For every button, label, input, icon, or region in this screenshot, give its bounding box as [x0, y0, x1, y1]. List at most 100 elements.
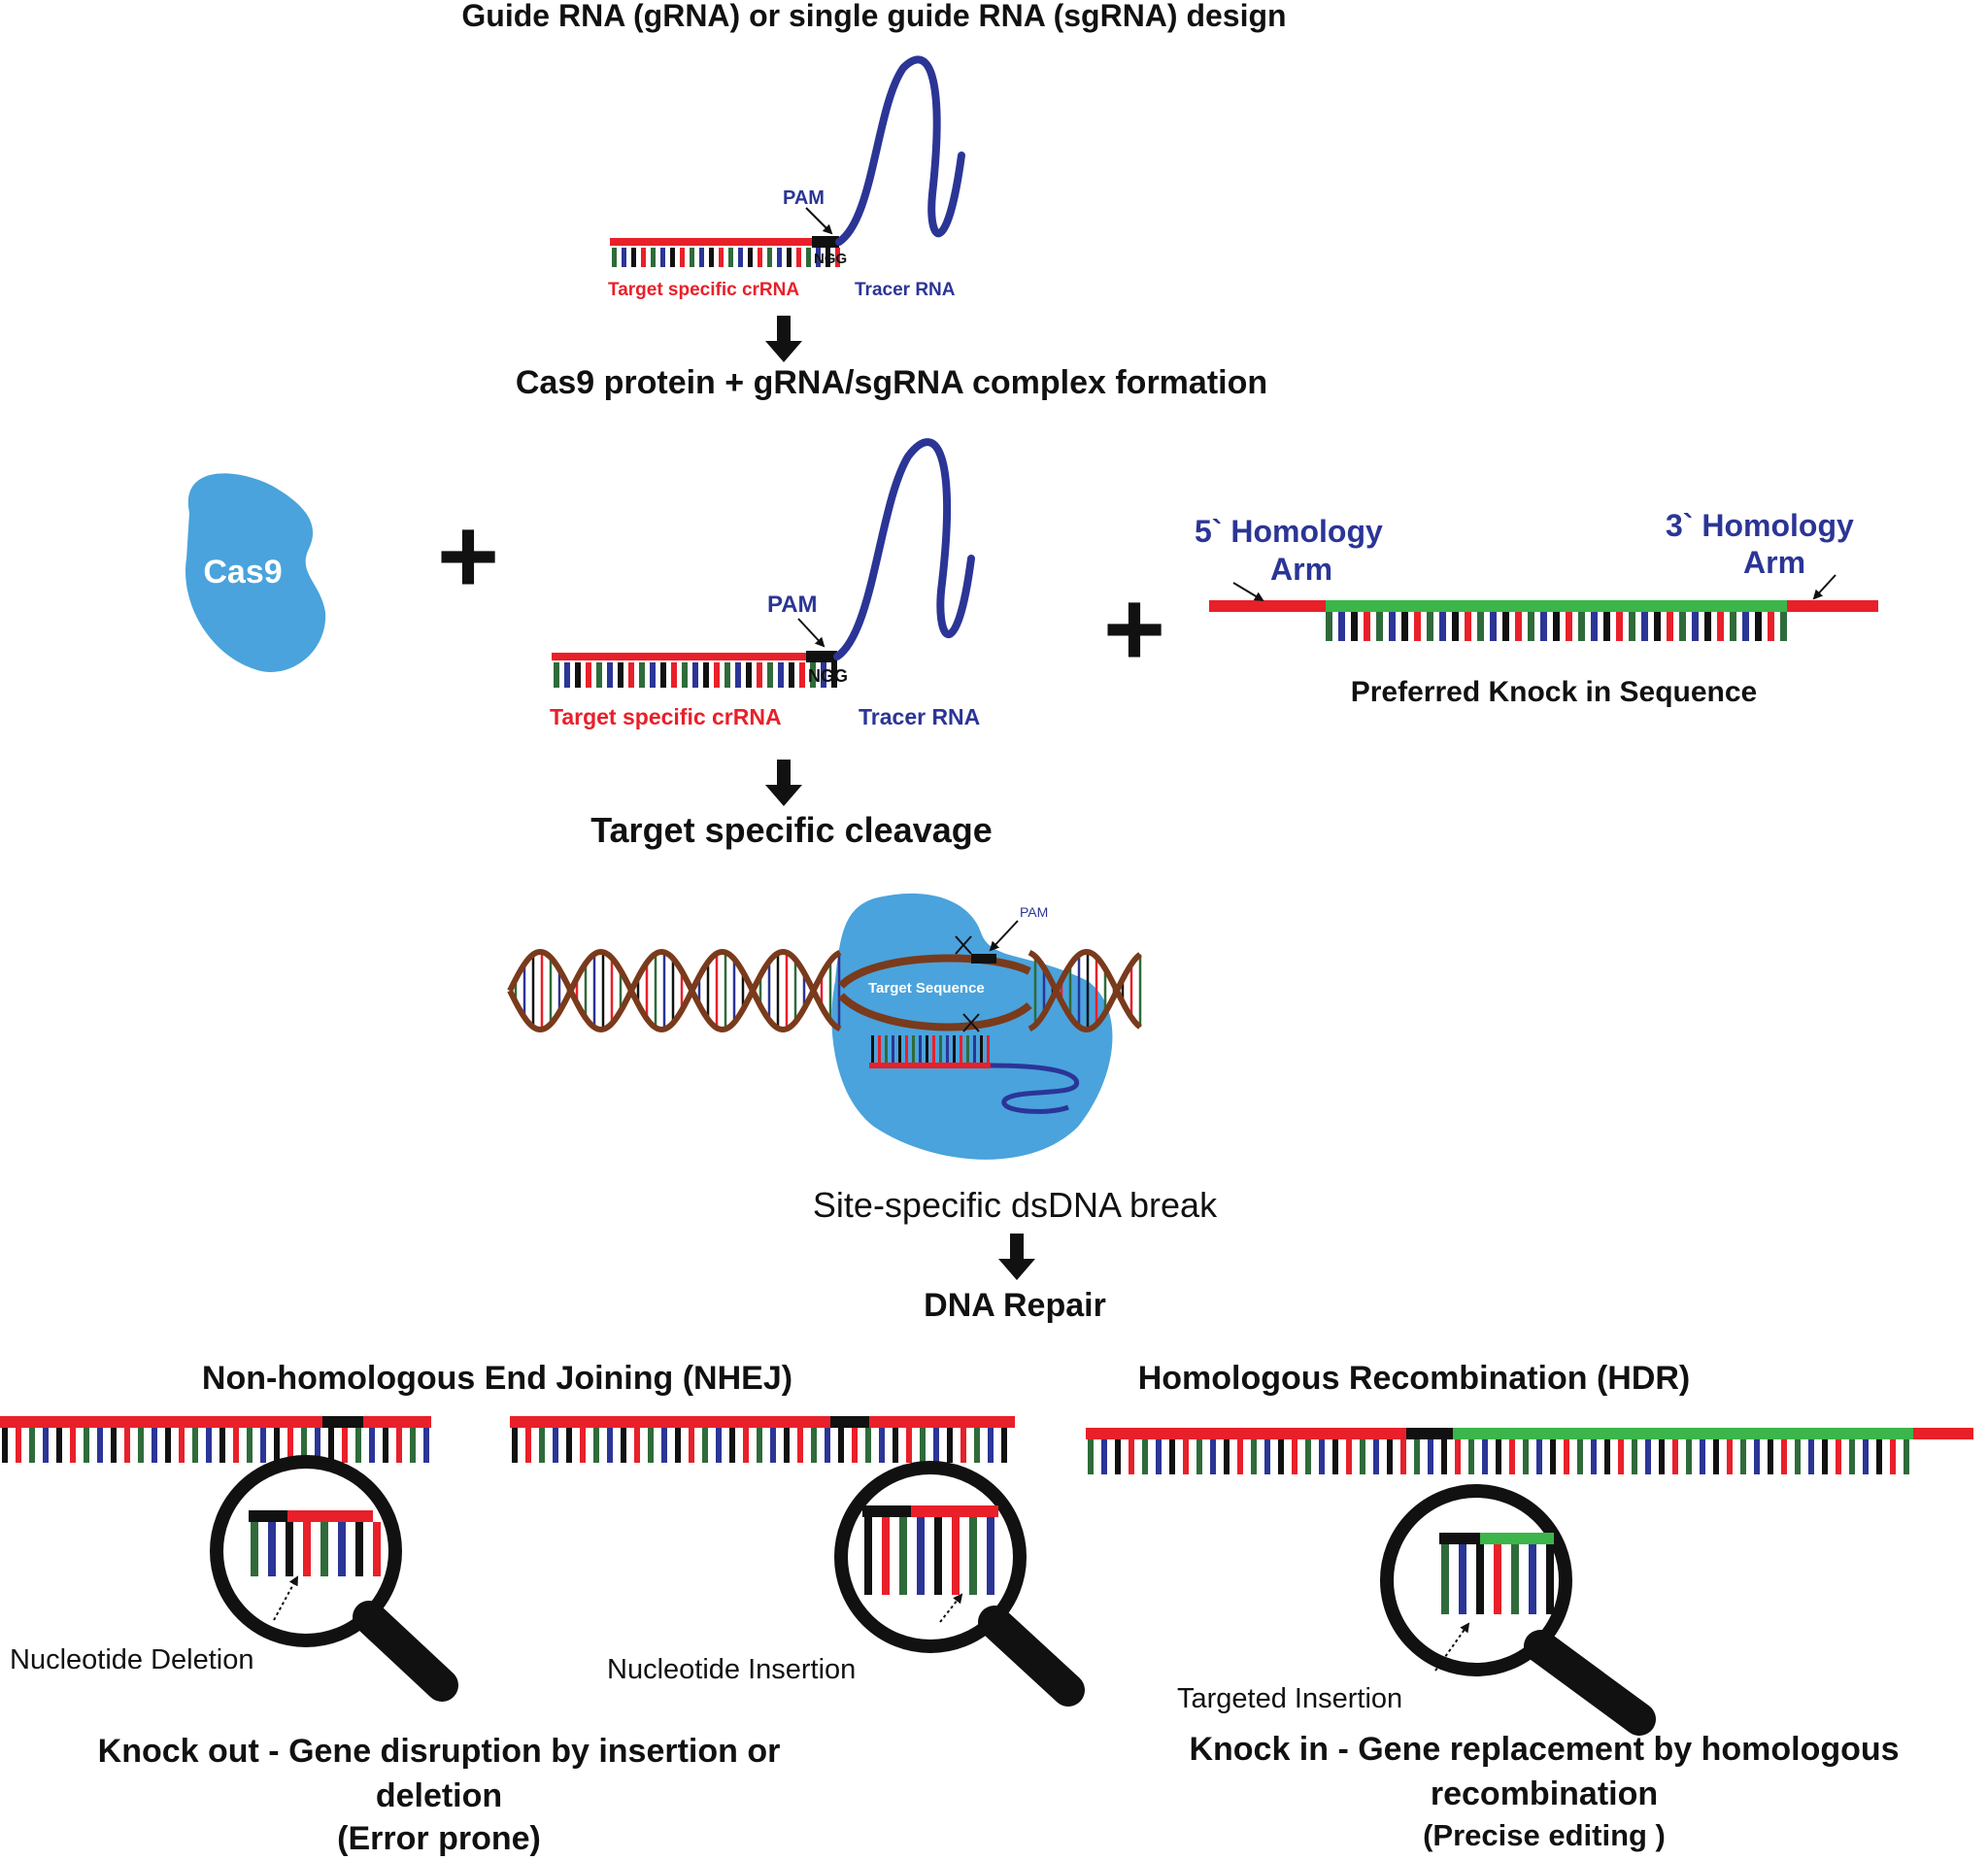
base-tick — [596, 662, 602, 688]
base-tick — [1654, 612, 1661, 641]
base-tick — [1455, 1439, 1461, 1474]
nhej-deletion-strand — [0, 1416, 431, 1463]
base-tick — [1591, 612, 1598, 641]
base-tick — [1338, 612, 1345, 641]
base-tick — [1360, 1439, 1365, 1474]
hdr-strand — [1086, 1428, 1973, 1474]
base-tick — [260, 1428, 266, 1463]
base-tick — [1604, 1439, 1610, 1474]
base-tick — [1428, 1439, 1433, 1474]
ngg-label: NGG — [814, 251, 847, 267]
base-tick — [152, 1428, 157, 1463]
base-tick — [539, 1428, 545, 1463]
base-tick — [1740, 1439, 1746, 1474]
base-tick — [692, 662, 698, 688]
base-tick — [1196, 1439, 1202, 1474]
base-tick — [757, 662, 762, 688]
base-tick — [969, 1517, 977, 1595]
base-tick — [1441, 1544, 1449, 1614]
base-tick — [1536, 1439, 1542, 1474]
magnifier-deletion — [210, 1455, 458, 1702]
complex-formation-title: Cas9 protein + gRNA/sgRNA complex format… — [516, 364, 1267, 401]
three-prime-arm — [1787, 600, 1878, 612]
base-tick — [1210, 1439, 1216, 1474]
base-tick — [1414, 612, 1421, 641]
knock-out-outcome-2: deletion — [376, 1777, 502, 1814]
base-tick — [806, 248, 811, 267]
error-prone-label: (Error prone) — [337, 1820, 541, 1857]
base-tick — [670, 248, 675, 267]
magnifier-insertion — [834, 1461, 1085, 1707]
base-tick — [1566, 612, 1572, 641]
base-tick — [219, 1428, 225, 1463]
base-tick — [586, 662, 591, 688]
base-tick — [735, 662, 741, 688]
tracer-rna-label: Tracer RNA — [859, 704, 980, 729]
grna-design-title: Guide RNA (gRNA) or single guide RNA (sg… — [461, 0, 1286, 33]
base-tick — [1346, 1439, 1352, 1474]
base-tick — [1088, 1439, 1094, 1474]
base-tick — [1659, 1439, 1665, 1474]
base-tick — [1730, 612, 1736, 641]
tracer-rna-loop — [835, 55, 965, 246]
base-tick — [1387, 1439, 1393, 1474]
base-tick — [1836, 1439, 1841, 1474]
base-tick — [247, 1428, 253, 1463]
base-tick — [1672, 1439, 1678, 1474]
tracer-rna-tail — [990, 1063, 1079, 1114]
base-tick — [566, 1428, 572, 1463]
base-tick — [660, 248, 665, 267]
base-tick — [702, 1428, 708, 1463]
targeted-insertion-pointer-arrow — [1434, 1622, 1470, 1672]
base-tick — [1452, 612, 1459, 641]
target-top-strand — [838, 954, 1031, 989]
base-tick — [396, 1428, 402, 1463]
base-tick — [1511, 1544, 1519, 1614]
base-tick — [1115, 1439, 1121, 1474]
base-tick — [43, 1428, 49, 1463]
scissors-icon — [962, 1013, 980, 1032]
base-tick — [797, 1428, 803, 1463]
base-tick — [885, 1035, 888, 1063]
base-tick — [97, 1428, 103, 1463]
base-tick — [738, 248, 743, 267]
base-tick — [960, 1428, 966, 1463]
base-tick — [1278, 1439, 1284, 1474]
base-tick — [618, 662, 623, 688]
guide-bases — [871, 1035, 990, 1063]
base-tick — [966, 1035, 969, 1063]
base-tick — [512, 1428, 518, 1463]
base-tick — [1692, 612, 1699, 641]
dna-repair-label: DNA Repair — [924, 1287, 1106, 1324]
base-tick — [1546, 1544, 1554, 1614]
base-tick — [1515, 612, 1522, 641]
base-tick — [719, 248, 724, 267]
base-tick — [1465, 612, 1471, 641]
base-tick — [1849, 1439, 1855, 1474]
base-tick — [607, 662, 613, 688]
base-tick — [650, 662, 656, 688]
base-tick — [821, 662, 826, 688]
knock-in-outcome: Knock in - Gene replacement by homologou… — [1189, 1731, 1899, 1768]
base-tick — [838, 1428, 844, 1463]
base-tick — [1795, 1439, 1801, 1474]
base-tick — [893, 1428, 898, 1463]
magnifier-handle — [1524, 1630, 1656, 1736]
base-tick — [1305, 1439, 1311, 1474]
base-tick — [631, 248, 636, 267]
base-tick — [826, 248, 830, 267]
base-tick — [593, 1428, 599, 1463]
down-arrow-icon — [998, 1234, 1035, 1280]
pam-block — [812, 236, 839, 248]
base-tick — [917, 1517, 925, 1595]
base-tick — [778, 662, 784, 688]
base-tick — [1142, 1439, 1148, 1474]
base-tick — [369, 1428, 375, 1463]
base-tick — [1439, 612, 1446, 641]
magnifier-handle — [353, 1601, 458, 1702]
base-tick — [1577, 1439, 1583, 1474]
dna-double-helix — [507, 948, 1142, 1033]
base-tick — [342, 1428, 348, 1463]
deletion-pointer-arrow — [273, 1575, 298, 1621]
